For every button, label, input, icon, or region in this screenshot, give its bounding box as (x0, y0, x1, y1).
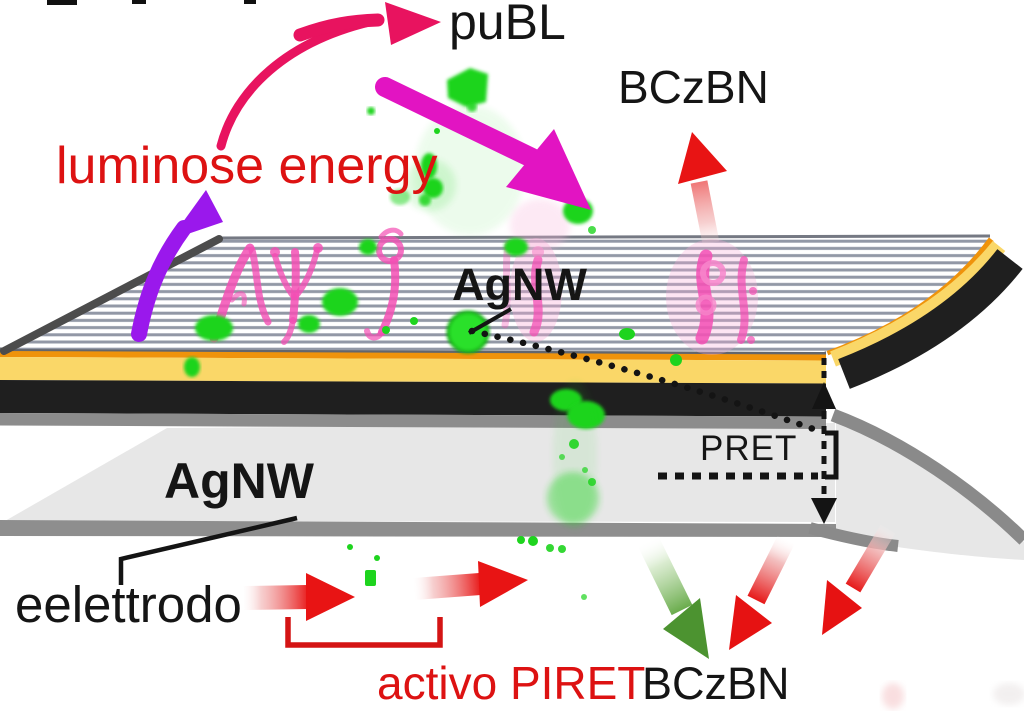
pointer-lines (118, 307, 512, 585)
bottom-slab-bent-bottom-edge (808, 522, 899, 552)
label-agnw-bottom: AgNW (164, 453, 314, 509)
label-bczbn-top: BCzBN (618, 61, 769, 113)
faint-smudges (882, 683, 1024, 709)
label-publ: puBL (449, 0, 566, 50)
label-bczbn-bottom: BCzBN (642, 658, 790, 709)
bottom-slab-bent-top-edge (830, 408, 1024, 545)
label-agnw-top: AgNW (452, 259, 587, 310)
layer-yellow (0, 357, 826, 384)
bottom-slab-bent-right (836, 422, 1024, 560)
back-edge-line (218, 234, 991, 240)
layer-black (0, 380, 826, 417)
top-edge-marks (47, 0, 256, 5)
electrode-pointer (118, 515, 298, 585)
bottom-electrode-slab (0, 408, 1024, 560)
left-edge-line (0, 235, 223, 355)
red-injection-arrow-1 (243, 573, 355, 621)
active-region-bracket (285, 617, 443, 648)
green-down-arrow (637, 535, 709, 659)
layer-gray (0, 413, 826, 429)
crimson-publ-arrow (216, 2, 441, 151)
pret-callout (468, 327, 839, 524)
bottom-slab-front-edge (0, 520, 836, 537)
dotted-zoom-line (468, 327, 826, 436)
label-activo-piret: activo PIRET (377, 657, 646, 709)
bent-orange-band (825, 236, 994, 356)
bent-yellow-band (830, 241, 1006, 367)
label-electrode: eelettrodo (15, 576, 242, 633)
label-luminose-energy: luminose energy (56, 137, 438, 195)
label-pret: PRET (700, 429, 798, 468)
layer-orange (0, 351, 826, 361)
agnw-top-pointer (468, 307, 512, 335)
magenta-energy-arrow (375, 77, 591, 210)
bottom-slab-top-surface (5, 423, 835, 522)
purple-outcoupling-arrow (131, 190, 223, 342)
red-down-arrow-1 (729, 535, 795, 650)
pret-bracket (825, 430, 839, 480)
arrowhead-up (812, 382, 836, 409)
red-injection-arrow-2 (413, 561, 528, 607)
red-down-arrow-2 (822, 524, 896, 635)
red-bczbn-up-arrow (678, 132, 727, 245)
bent-black-band (838, 249, 1023, 389)
arrowhead-down (811, 498, 837, 524)
